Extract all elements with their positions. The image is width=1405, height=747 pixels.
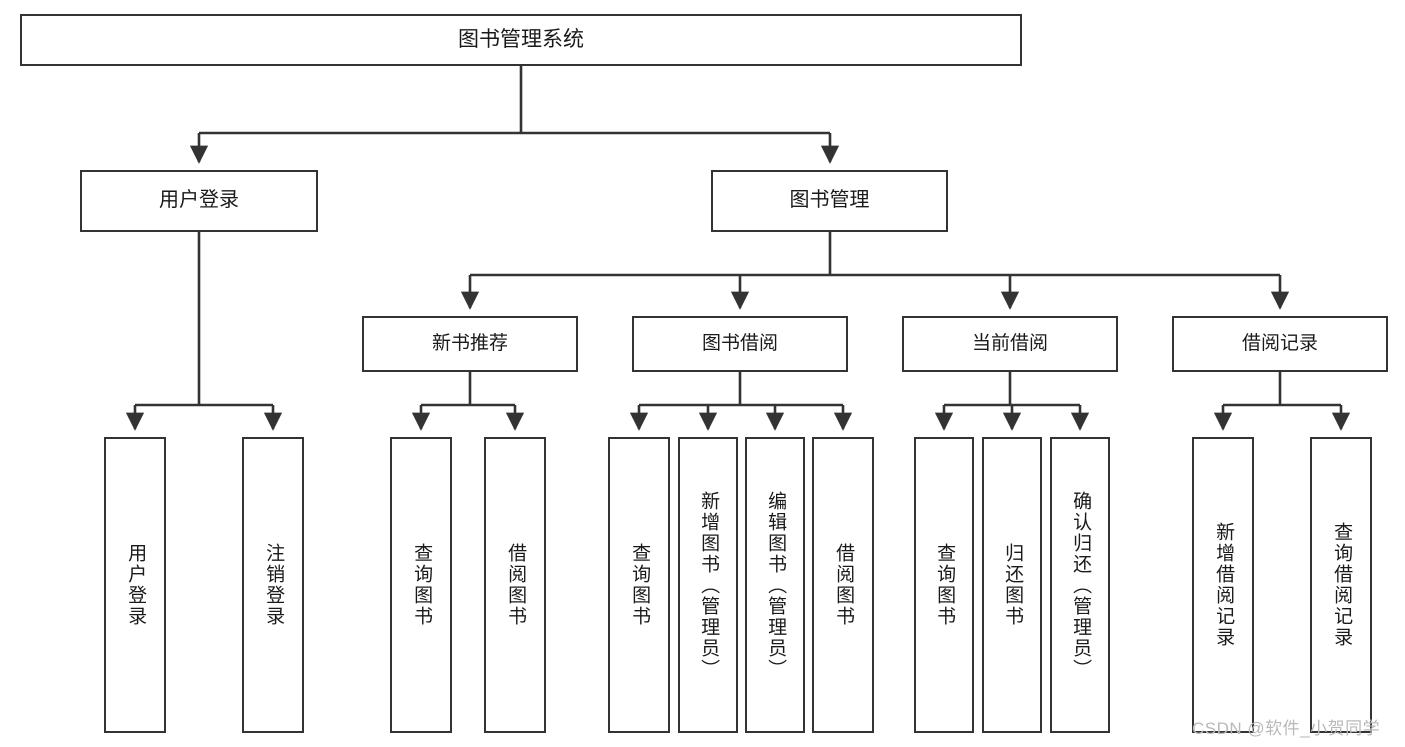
node-leaf-borrow-book-2[interactable]: 借阅图书 bbox=[812, 437, 874, 733]
node-leaf-add-book[interactable]: 新增图书（管理员） bbox=[678, 437, 738, 733]
node-book-borrow[interactable]: 图书借阅 bbox=[632, 316, 848, 372]
node-leaf-return-book-label: 归还图书 bbox=[1002, 543, 1024, 627]
node-leaf-borrow-book-2-label: 借阅图书 bbox=[833, 543, 855, 627]
node-leaf-logout-label: 注销登录 bbox=[263, 543, 285, 627]
node-leaf-confirm-return-label: 确认归还（管理员） bbox=[1070, 490, 1092, 680]
node-current-borrow[interactable]: 当前借阅 bbox=[902, 316, 1118, 372]
node-borrow-record[interactable]: 借阅记录 bbox=[1172, 316, 1388, 372]
node-leaf-confirm-return[interactable]: 确认归还（管理员） bbox=[1050, 437, 1110, 733]
node-current-borrow-label: 当前借阅 bbox=[971, 332, 1048, 354]
csdn-watermark: CSDN @软件_小贺同学 bbox=[1192, 719, 1381, 738]
node-borrow-record-label: 借阅记录 bbox=[1241, 332, 1318, 354]
node-leaf-borrow-book-1[interactable]: 借阅图书 bbox=[484, 437, 546, 733]
node-leaf-return-book[interactable]: 归还图书 bbox=[982, 437, 1042, 733]
node-leaf-edit-book[interactable]: 编辑图书（管理员） bbox=[745, 437, 805, 733]
node-leaf-user-login[interactable]: 用户登录 bbox=[104, 437, 166, 733]
node-leaf-add-record-label: 新增借阅记录 bbox=[1213, 522, 1235, 648]
node-leaf-query-record-label: 查询借阅记录 bbox=[1331, 522, 1353, 648]
node-book-manage[interactable]: 图书管理 bbox=[711, 170, 948, 232]
node-leaf-logout[interactable]: 注销登录 bbox=[242, 437, 304, 733]
node-leaf-user-login-label: 用户登录 bbox=[125, 543, 147, 627]
node-leaf-query-book-3-label: 查询图书 bbox=[934, 543, 956, 627]
node-book-manage-label: 图书管理 bbox=[789, 189, 870, 212]
node-leaf-query-record[interactable]: 查询借阅记录 bbox=[1310, 437, 1372, 733]
node-leaf-add-book-label: 新增图书（管理员） bbox=[698, 490, 720, 680]
node-leaf-edit-book-label: 编辑图书（管理员） bbox=[765, 490, 787, 680]
node-new-book-recommend[interactable]: 新书推荐 bbox=[362, 316, 578, 372]
node-book-borrow-label: 图书借阅 bbox=[701, 332, 778, 354]
node-leaf-borrow-book-1-label: 借阅图书 bbox=[505, 543, 527, 627]
node-leaf-query-book-3[interactable]: 查询图书 bbox=[914, 437, 974, 733]
node-leaf-query-book-1[interactable]: 查询图书 bbox=[390, 437, 452, 733]
node-new-book-recommend-label: 新书推荐 bbox=[431, 332, 508, 354]
node-leaf-query-book-1-label: 查询图书 bbox=[411, 543, 433, 627]
node-root-label: 图书管理系统 bbox=[458, 27, 584, 51]
node-leaf-query-book-2[interactable]: 查询图书 bbox=[608, 437, 670, 733]
node-leaf-query-book-2-label: 查询图书 bbox=[629, 543, 651, 627]
node-user-login[interactable]: 用户登录 bbox=[80, 170, 318, 232]
node-leaf-add-record[interactable]: 新增借阅记录 bbox=[1192, 437, 1254, 733]
node-user-login-label: 用户登录 bbox=[159, 189, 239, 212]
node-root-system[interactable]: 图书管理系统 bbox=[20, 14, 1022, 66]
